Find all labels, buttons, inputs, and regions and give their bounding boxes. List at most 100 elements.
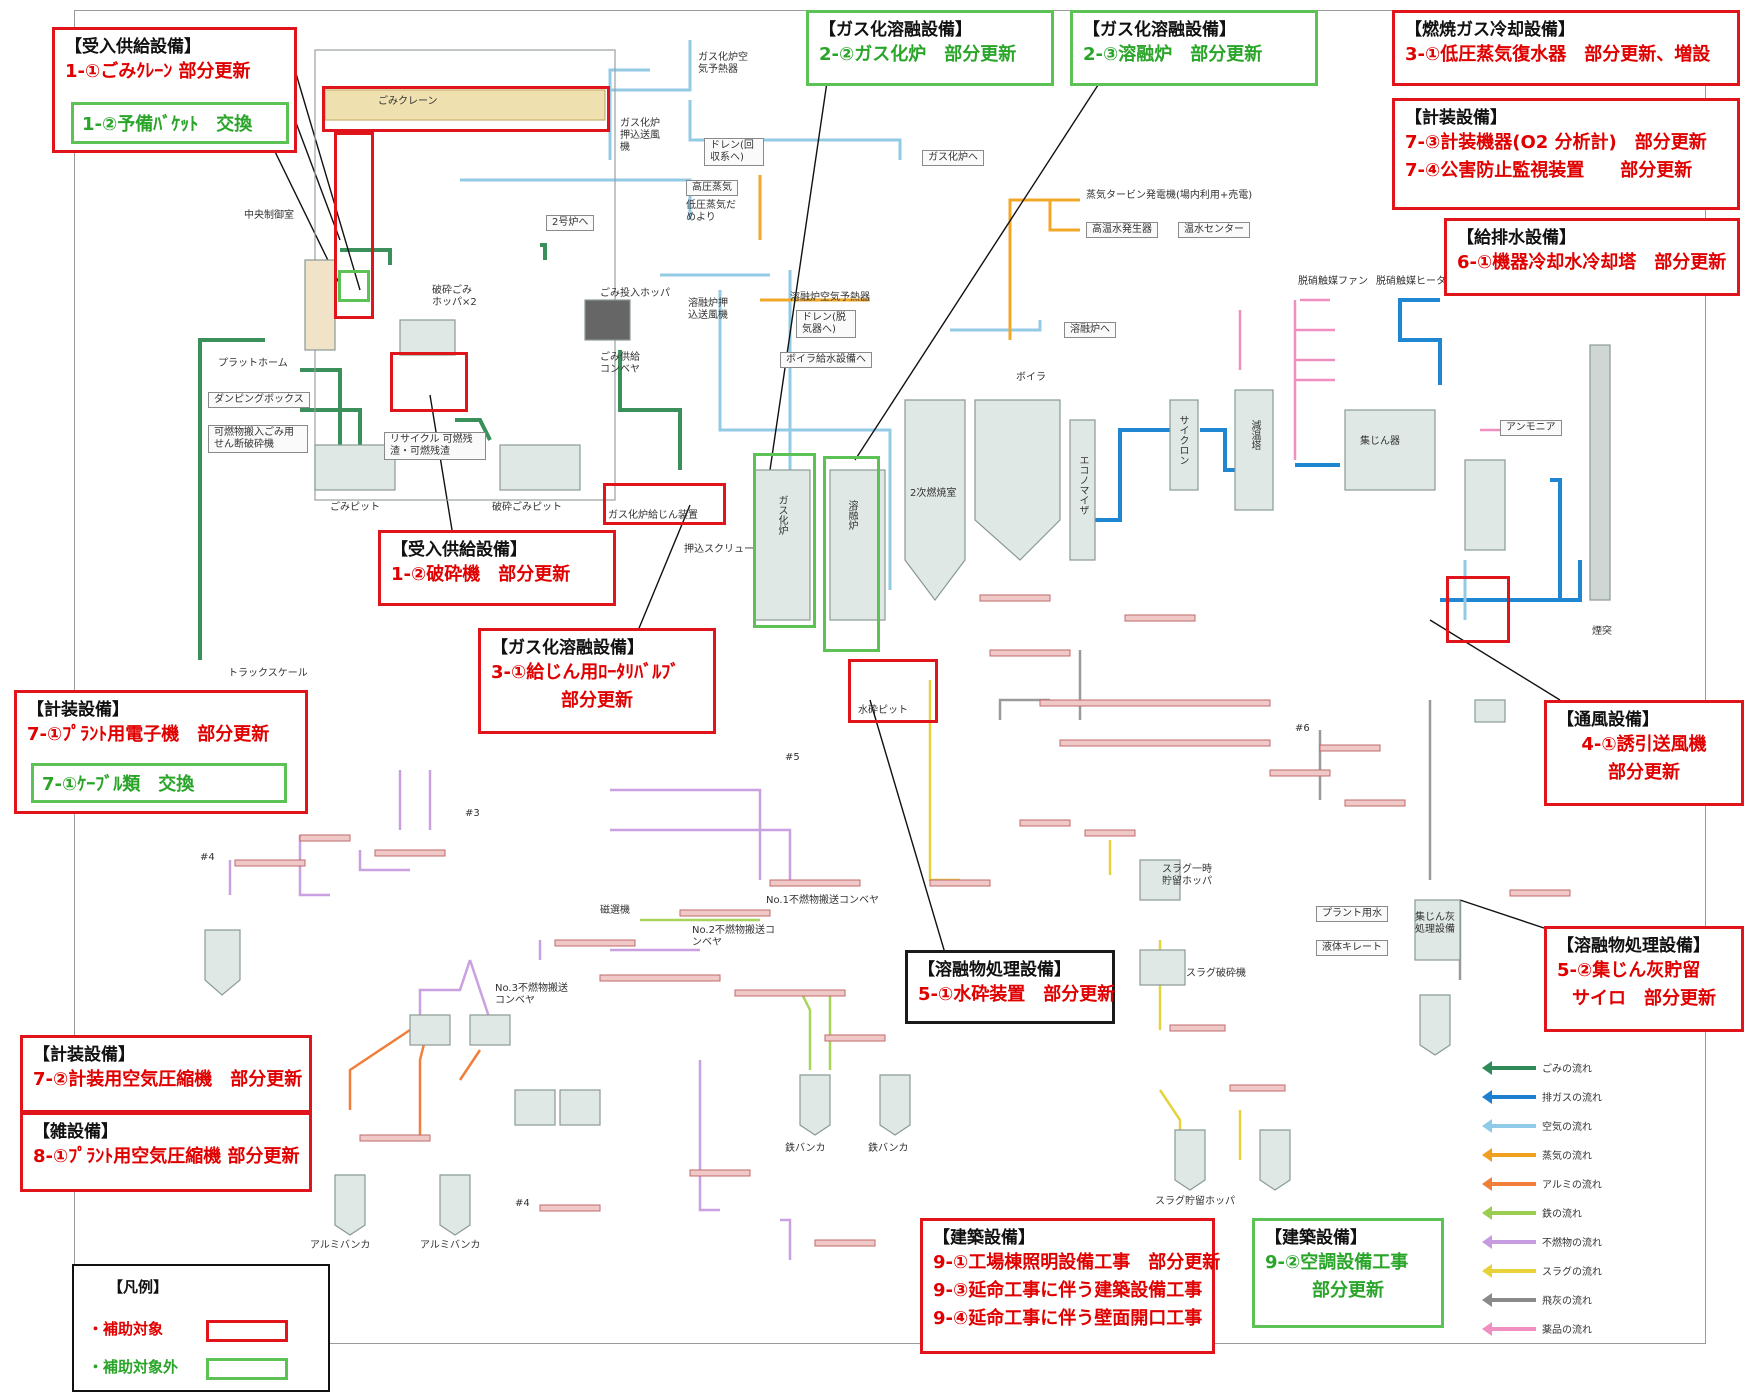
- callout-line: 5-①水砕装置 部分更新: [918, 984, 1116, 1005]
- label-slaghopper: スラグ一時貯留ホッパ: [1162, 864, 1212, 887]
- flow-arrow-icon: [1482, 1292, 1536, 1307]
- flow-arrow-icon: [1482, 1263, 1536, 1278]
- callout-title: 【雑設備】: [33, 1122, 118, 1142]
- callout-line: 7-②計装用空気圧縮機 部分更新: [33, 1069, 303, 1090]
- label-drain2: ドレン(脱気器へ): [796, 310, 856, 338]
- label-melt-air: 溶融炉空気予熱器: [790, 292, 870, 303]
- flow-legend-item: スラグの流れ: [1482, 1263, 1602, 1278]
- callout-sub-line: 1-②予備ﾊﾞｹｯﾄ 交換: [82, 114, 253, 135]
- slag-water-highlight: [848, 659, 938, 723]
- label-meltfan: 溶融炉押込送風機: [688, 298, 728, 321]
- flow-legend-item: ごみの流れ: [1482, 1060, 1592, 1075]
- callout-line: 6-①機器冷却水冷却塔 部分更新: [1457, 252, 1727, 273]
- label-crush-hopper: 破砕ごみホッパ×2: [432, 285, 477, 308]
- callout-melter: 【ガス化溶融設備】 2-③溶融炉 部分更新: [1070, 10, 1318, 86]
- flow-legend-item: アルミの流れ: [1482, 1176, 1602, 1191]
- label-pit: ごみピット: [330, 502, 380, 513]
- flow-arrow-icon: [1482, 1205, 1536, 1220]
- label-recycle: リサイクル 可燃残渣・可燃残渣: [384, 432, 486, 460]
- callout-title: 【ガス化溶融設備】: [491, 638, 644, 658]
- legend-green-label: ・補助対象外: [88, 1358, 179, 1376]
- flow-legend-label: 空気の流れ: [1542, 1122, 1592, 1133]
- label-alumi-2: アルミバンカ: [420, 1240, 481, 1251]
- label-feeder-label: ガス化炉給じん装置: [608, 510, 698, 521]
- flow-arrow-icon: [1482, 1089, 1536, 1104]
- flow-legend-label: 薬品の流れ: [1542, 1325, 1592, 1336]
- callout-induced-fan: 【通風設備】 4-①誘引送風機 部分更新: [1544, 700, 1744, 806]
- callout-line: サイロ 部分更新: [1572, 988, 1716, 1009]
- label-gasifier-air: ガス化炉空気予熱器: [698, 52, 748, 75]
- crane-highlight: [322, 86, 610, 132]
- callout-ash-silo: 【溶融物処理設備】 5-②集じん灰貯留 サイロ 部分更新: [1544, 926, 1744, 1032]
- callout-line: 3-①給じん用ﾛｰﾀﾘﾊﾞﾙﾌﾞ: [491, 662, 680, 683]
- label-hp-return: 高温水発生器: [1086, 222, 1158, 238]
- label-alumi-1: アルミバンカ: [310, 1240, 371, 1251]
- label-boiler-to: ボイラ給水設備へ: [780, 352, 872, 368]
- label-gasfan: ガス化炉押込送風機: [620, 118, 660, 153]
- callout-gasifier: 【ガス化溶融設備】 2-②ガス化炉 部分更新: [806, 10, 1054, 86]
- flow-legend-label: 不燃物の流れ: [1542, 1238, 1602, 1249]
- callout-line: 部分更新: [1608, 762, 1680, 783]
- flow-legend-item: 飛灰の流れ: [1482, 1292, 1592, 1307]
- label-slagcrusher: スラグ破砕機: [1186, 968, 1246, 979]
- label-dumping: ダンピングボックス: [208, 392, 310, 408]
- label-iron-1: 鉄バンカ: [785, 1143, 826, 1154]
- label-control: 中央制御室: [244, 210, 294, 221]
- callout-rotary-valve: 【ガス化溶融設備】 3-①給じん用ﾛｰﾀﾘﾊﾞﾙﾌﾞ 部分更新: [478, 628, 716, 734]
- steam-flow-lines: [758, 175, 1080, 340]
- callout-title: 【建築設備】: [1265, 1228, 1367, 1248]
- callout-title: 【計装設備】: [27, 700, 129, 720]
- flow-legend-label: ごみの流れ: [1542, 1064, 1592, 1075]
- callout-title: 【給排水設備】: [1457, 228, 1576, 248]
- label-lp-steam: 低圧蒸気だめより: [686, 200, 736, 223]
- label-plant-water: プラント用水: [1316, 906, 1388, 922]
- label-crushed-pit: 破砕ごみピット: [492, 502, 562, 513]
- callout-instrument-air: 【計装設備】 7-②計装用空気圧縮機 部分更新: [20, 1035, 312, 1113]
- callout-sub-green: 7-①ｹｰﾌﾞﾙ類 交換: [31, 763, 287, 803]
- callout-line: 8-①ﾌﾟﾗﾝﾄ用空気圧縮機 部分更新: [33, 1146, 300, 1167]
- label-crane: ごみクレーン: [378, 96, 438, 107]
- callout-line: 3-①低圧蒸気復水器 部分更新、増設: [1405, 44, 1711, 65]
- callout-title: 【計装設備】: [1405, 108, 1507, 128]
- callout-title: 【溶融物処理設備】: [1557, 936, 1710, 956]
- label-eco: エコノマイザ: [1077, 455, 1088, 515]
- label-gas-out: ガス化炉へ: [922, 150, 984, 166]
- flow-legend-label: 飛灰の流れ: [1542, 1296, 1592, 1307]
- label-melter: 溶融炉: [846, 500, 857, 530]
- label-stack: 煙突: [1592, 626, 1612, 637]
- legend-green-swatch: [206, 1358, 288, 1380]
- callout-title: 【受入供給設備】: [391, 540, 527, 560]
- callout-line: 9-②空調設備工事: [1265, 1252, 1409, 1273]
- flow-legend-label: 鉄の流れ: [1542, 1209, 1582, 1220]
- callout-line: 5-②集じん灰貯留: [1557, 960, 1701, 981]
- callout-line: 7-①ﾌﾟﾗﾝﾄ用電子機 部分更新: [27, 724, 270, 745]
- label-hash5: #5: [785, 752, 800, 763]
- label-drain: ドレン(回収系へ): [704, 138, 764, 166]
- fan-highlight: [1446, 576, 1510, 643]
- label-truck: トラックスケール: [228, 668, 308, 679]
- callout-sub-line: 7-①ｹｰﾌﾞﾙ類 交換: [42, 774, 195, 795]
- label-ammonia: アンモニア: [1500, 420, 1562, 436]
- exhaust-flow-lines: [1095, 298, 1582, 602]
- label-hp-steam: 高圧蒸気: [686, 180, 738, 196]
- label-hash4b: #4: [515, 1198, 530, 1209]
- callout-water-supply: 【給排水設備】 6-①機器冷却水冷却塔 部分更新: [1444, 218, 1740, 296]
- callout-title: 【建築設備】: [933, 1228, 1035, 1248]
- label-reactor: 減温塔: [1249, 420, 1260, 450]
- callout-line: 9-③延命工事に伴う建築設備工事: [933, 1280, 1203, 1301]
- flow-legend-item: 鉄の流れ: [1482, 1205, 1582, 1220]
- callout-building-green: 【建築設備】 9-②空調設備工事 部分更新: [1252, 1218, 1444, 1328]
- label-storage: 可燃物搬入ごみ用せん断破砕機: [208, 425, 308, 453]
- label-no3conv: No.3不燃物搬送コンベヤ: [495, 983, 568, 1006]
- callout-gas-cooling: 【燃焼ガス冷却設備】 3-①低圧蒸気復水器 部分更新、増設: [1392, 10, 1740, 86]
- legend-box: 【凡例】 ・補助対象 ・補助対象外: [72, 1264, 330, 1392]
- label-no2conv: No.2不燃物搬送コンベヤ: [692, 925, 775, 948]
- label-chelate: 液体キレート: [1316, 940, 1388, 956]
- legend-red-swatch: [206, 1320, 288, 1342]
- label-magnet: 磁選機: [600, 905, 630, 916]
- legend-title: 【凡例】: [108, 1278, 169, 1296]
- label-fan1: 脱硝触媒ファン: [1298, 276, 1368, 287]
- flow-legend-item: 薬品の流れ: [1482, 1321, 1592, 1336]
- flow-arrow-icon: [1482, 1147, 1536, 1162]
